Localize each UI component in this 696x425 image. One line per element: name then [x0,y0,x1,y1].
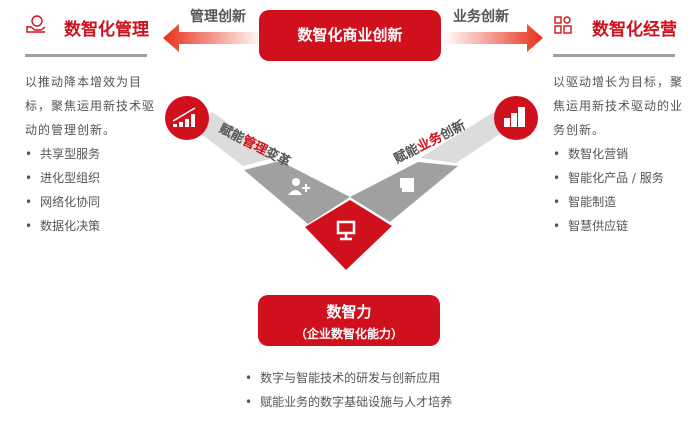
arrow-left-icon [163,24,263,52]
left-divider [25,54,147,57]
left-arrow-label: 管理创新 [190,9,246,25]
center-title-box: 数智化商业创新 [259,10,441,61]
grid-apps-icon [554,16,572,34]
monitor-icon [336,220,356,241]
list-item: 数智化营销 [553,142,691,166]
left-title: 数智化管理 [64,20,149,40]
bottom-list: 数字与智能技术的研发与创新应用 赋能业务的数字基础设施与人才培养 [245,366,452,414]
list-item: 智能化产品 / 服务 [553,166,691,190]
arrow-right-icon [443,24,543,52]
right-title: 数智化经营 [592,20,677,40]
left-light-band [196,112,278,166]
right-arrow-label: 业务创新 [453,9,509,25]
growth-chart-icon [172,107,196,127]
hand-money-icon [26,14,46,34]
list-item: 共享型服务 [25,142,160,166]
left-description: 以推动降本增效为目标，聚焦运用新技术驱动的管理创新。 [25,75,156,137]
left-list: 共享型服务 进化型组织 网络化协同 数据化决策 [25,142,160,238]
bar-blocks-icon [504,107,525,127]
list-item: 进化型组织 [25,166,160,190]
left-circle [165,96,209,140]
list-item: 数据化决策 [25,214,160,238]
right-list: 数智化营销 智能化产品 / 服务 智能制造 智慧供应链 [553,142,691,238]
left-text-column: 以推动降本增效为目标，聚焦运用新技术驱动的管理创新。 共享型服务 进化型组织 网… [25,70,160,238]
add-user-icon [288,178,310,195]
right-text-column: 以驱动增长为目标，聚焦运用新技术驱动的业务创新。 数智化营销 智能化产品 / 服… [553,70,691,238]
right-divider [553,54,675,57]
list-item: 赋能业务的数字基础设施与人才培养 [245,390,452,414]
v-diagram [165,96,538,270]
bottom-subtitle: （企业数智化能力） [294,327,403,341]
cup-icon [400,178,414,192]
list-item: 智慧供应链 [553,214,691,238]
list-item: 智能制造 [553,190,691,214]
list-item: 网络化协同 [25,190,160,214]
right-description: 以驱动增长为目标，聚焦运用新技术驱动的业务创新。 [553,75,684,137]
bottom-title: 数智力 [326,303,372,321]
center-red-diamond [305,200,392,270]
right-light-band [420,112,506,163]
list-item: 数字与智能技术的研发与创新应用 [245,366,452,390]
bottom-box: 数智力 （企业数智化能力） [258,295,440,346]
